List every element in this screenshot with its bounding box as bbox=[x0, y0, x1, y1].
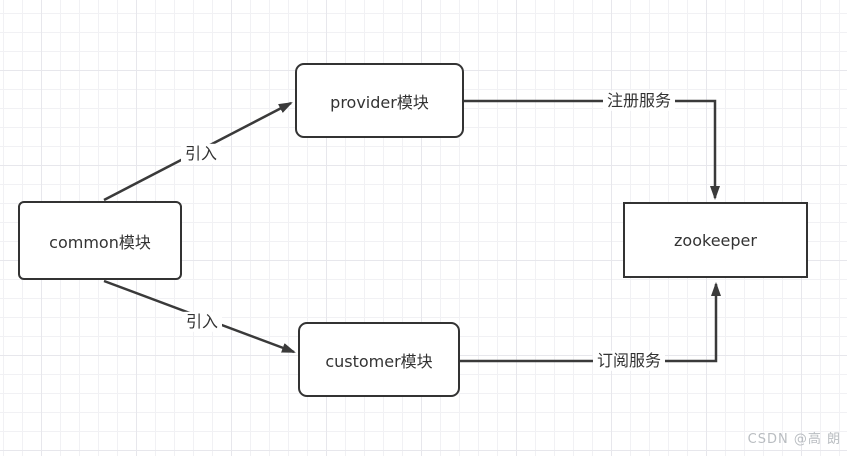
csdn-watermark: CSDN @高 朗 bbox=[747, 432, 841, 447]
node-zookeeper: zookeeper bbox=[623, 202, 808, 278]
edge-provider-to-zookeeper-line bbox=[464, 99, 720, 200]
edge-label-subscribe-service: 订阅服务 bbox=[592, 350, 666, 372]
node-provider-label: provider模块 bbox=[330, 92, 429, 112]
node-common-label: common模块 bbox=[49, 232, 151, 252]
node-common-module: common模块 bbox=[18, 201, 182, 280]
edge-label-register-service: 注册服务 bbox=[602, 90, 676, 112]
edge-label-import-customer: 引入 bbox=[181, 311, 223, 333]
node-customer-module: customer模块 bbox=[298, 322, 460, 397]
node-zookeeper-label: zookeeper bbox=[674, 230, 757, 250]
node-customer-label: customer模块 bbox=[325, 351, 433, 371]
edge-customer-to-zookeeper-line bbox=[460, 282, 721, 363]
edge-label-import-provider: 引入 bbox=[180, 143, 222, 165]
node-provider-module: provider模块 bbox=[295, 63, 464, 138]
